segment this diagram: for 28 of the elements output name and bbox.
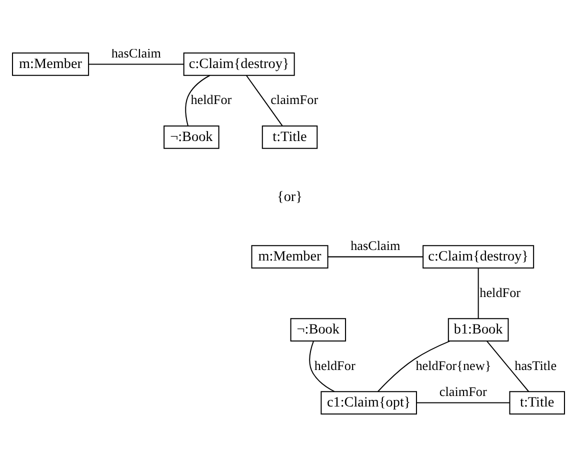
- node-box: t:Title: [509, 391, 565, 414]
- connector: [478, 268, 479, 319]
- node-box: c1:Claim{opt}: [320, 391, 417, 414]
- connector: [377, 340, 450, 392]
- node-box: m:Member: [251, 245, 328, 268]
- connector: [328, 256, 424, 258]
- node-box: ¬:Book: [164, 126, 220, 149]
- connector: [309, 340, 335, 392]
- node-box: c:Claim{destroy}: [183, 52, 295, 76]
- connector: [88, 64, 184, 65]
- edge-label: heldFor: [190, 92, 232, 108]
- edge-label: heldFor{new}: [416, 358, 492, 373]
- node-box: ¬:Book: [290, 318, 346, 342]
- connector: [185, 74, 210, 126]
- node-box: c:Claim{destroy}: [422, 245, 534, 268]
- edge-label: hasClaim: [350, 238, 400, 254]
- node-box: b1:Book: [448, 318, 509, 342]
- label: {or}: [277, 188, 302, 205]
- connector: [246, 75, 283, 126]
- edge-label: claimFor: [439, 384, 487, 400]
- connector: [486, 340, 530, 392]
- edge-label: heldFor: [480, 284, 521, 300]
- edge-label: claimFor: [270, 92, 318, 108]
- node-box: m:Member: [12, 52, 90, 76]
- node-box: t:Title: [262, 126, 318, 149]
- connector: [416, 402, 510, 404]
- edge-label: heldFor: [314, 358, 356, 373]
- edge-label: hasTitle: [514, 358, 557, 373]
